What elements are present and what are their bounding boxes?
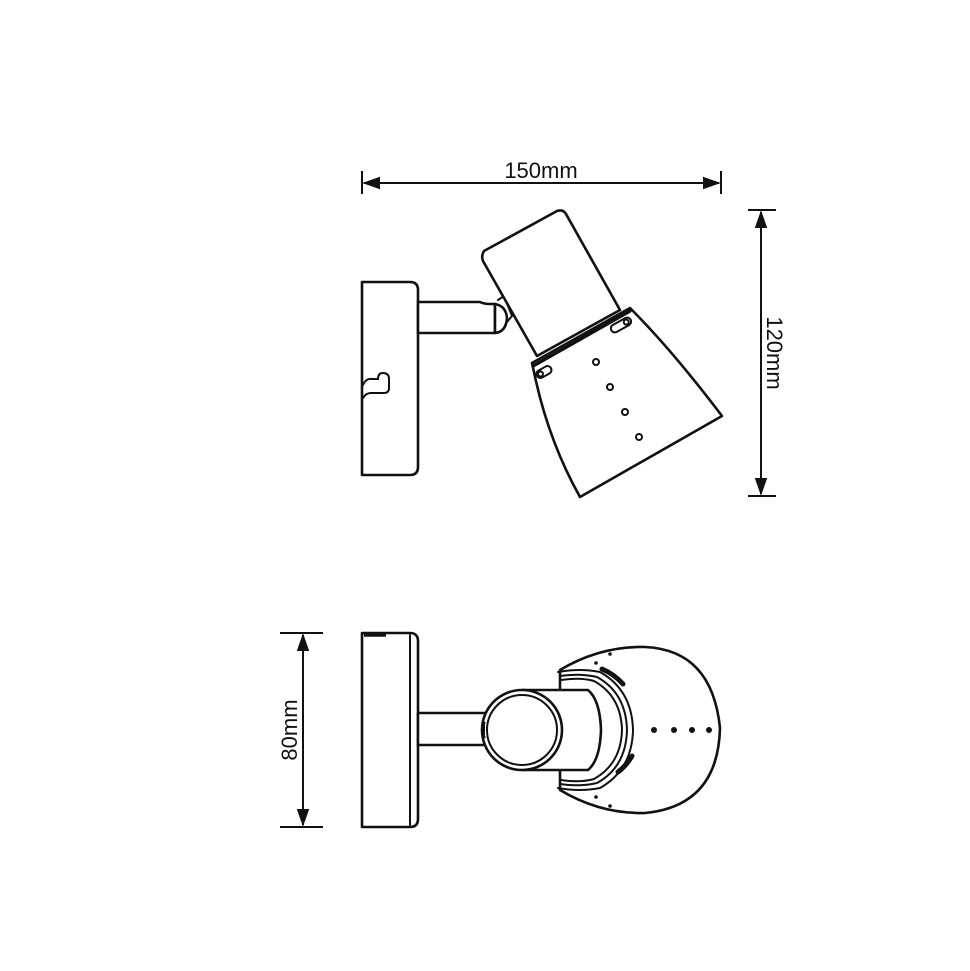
side-view: 150mm 120mm: [360, 158, 787, 499]
cylinder-front-inner: [486, 694, 558, 766]
vent-dot: [706, 727, 712, 733]
shade-top: [558, 645, 722, 815]
depth-dimension: 80mm: [277, 632, 323, 828]
shade-side: [530, 306, 724, 499]
backplate-side: [360, 280, 420, 477]
width-dimension: 150mm: [361, 158, 722, 194]
vent-dot: [689, 727, 695, 733]
shade-slot-upper: [599, 666, 626, 687]
shade-mark: [608, 804, 612, 808]
switch-icon: [362, 371, 390, 399]
shade-ring-middle: [559, 673, 629, 787]
shade-slot-top: [609, 316, 633, 334]
joint-side: [493, 302, 509, 335]
arm-top: [416, 711, 492, 747]
shade-ring-inner: [560, 677, 624, 783]
vent-hole: [592, 358, 600, 366]
vent-dot: [651, 727, 657, 733]
shade-mark: [608, 652, 612, 656]
top-view: 80mm: [277, 631, 722, 829]
depth-dimension-label: 80mm: [277, 699, 302, 760]
lamp-holder-cylinder-side: [480, 209, 622, 358]
backplate-top: [360, 631, 420, 829]
joint-top: [481, 721, 486, 739]
shade-slot-lower: [615, 753, 635, 775]
shade-ring-outer: [557, 669, 635, 791]
vent-hole: [635, 433, 643, 441]
vent-hole: [606, 383, 614, 391]
height-dimension: 120mm: [748, 209, 787, 497]
vent-dot: [671, 727, 677, 733]
shade-mark: [594, 795, 598, 799]
shade-slot-left: [535, 365, 553, 379]
height-dimension-label: 120mm: [762, 316, 787, 389]
shade-rim-line: [531, 309, 632, 368]
arm-side: [416, 300, 497, 335]
width-dimension-label: 150mm: [504, 158, 577, 183]
cylinder-front-outer: [480, 688, 564, 772]
shade-mark: [594, 661, 598, 665]
vent-hole: [621, 408, 629, 416]
